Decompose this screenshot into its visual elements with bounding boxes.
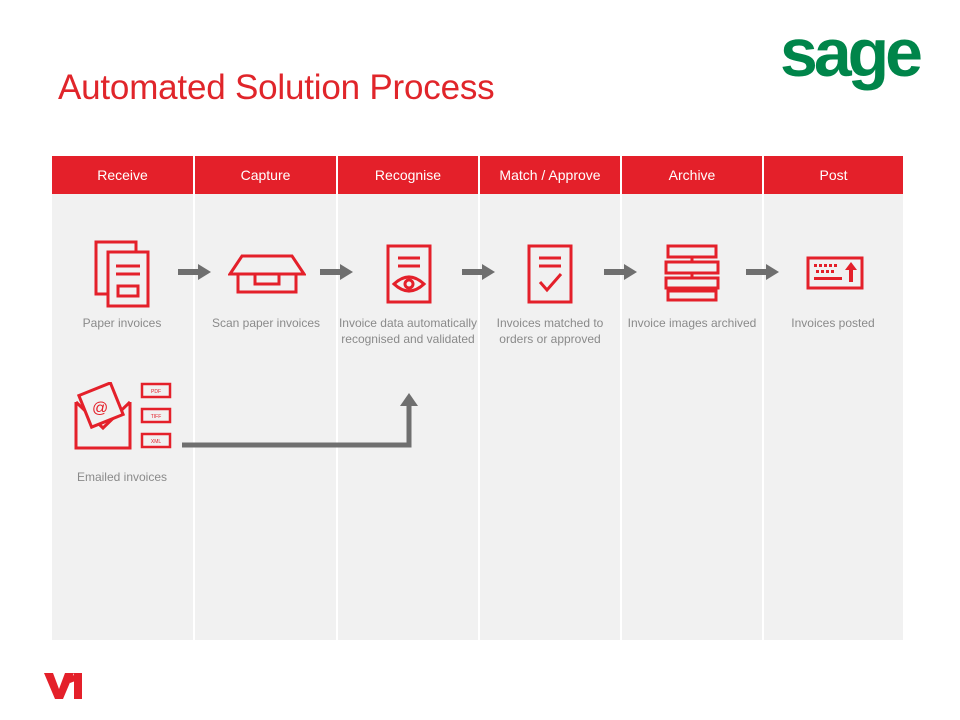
format-xml: XML xyxy=(151,439,162,445)
column-capture: Capture Scan paper invoices xyxy=(195,156,336,640)
column-archive: Archive Invoice images archived xyxy=(622,156,762,640)
column-header-receive: Receive xyxy=(52,156,193,194)
column-header-post: Post xyxy=(764,156,903,194)
sage-logo: sage xyxy=(780,22,925,91)
v1-logo: V1 xyxy=(44,673,82,699)
column-header-capture: Capture xyxy=(195,156,336,194)
step-label-scan: Scan paper invoices xyxy=(211,316,321,330)
column-match-approve: Match / Approve Invoices matched to orde… xyxy=(480,156,620,640)
arrow-right-icon xyxy=(746,264,779,280)
at-sign-icon: @ xyxy=(92,400,108,417)
keyboard-icon xyxy=(806,256,864,290)
step-label-paper-invoices: Paper invoices xyxy=(82,316,162,330)
step-label-recognise: Invoice data automatically recognised an… xyxy=(338,316,478,346)
step-label-post: Invoices posted xyxy=(791,316,875,330)
document-check-icon xyxy=(527,244,573,304)
paper-stack-icon xyxy=(94,240,150,308)
format-tiff: TIFF xyxy=(151,414,162,420)
email-envelope-icon: @ PDF TIFF XML xyxy=(74,382,172,450)
arrow-right-icon xyxy=(320,264,353,280)
sage-logo-text: sage xyxy=(780,22,921,91)
column-header-recognise: Recognise xyxy=(338,156,478,194)
column-receive: Receive Paper invoices @ xyxy=(52,156,193,640)
arrow-right-icon xyxy=(604,264,637,280)
email-to-recognise-connector xyxy=(182,393,418,448)
page-title: Automated Solution Process xyxy=(58,68,495,107)
column-post: Post Invoices posted xyxy=(764,156,903,640)
process-columns: Receive Paper invoices @ xyxy=(52,156,903,640)
format-pdf: PDF xyxy=(151,389,161,395)
step-label-match: Invoices matched to orders or approved xyxy=(496,316,604,346)
archive-stack-icon xyxy=(664,244,720,302)
column-header-archive: Archive xyxy=(622,156,762,194)
arrow-right-icon xyxy=(178,264,211,280)
step-label-emailed-invoices: Emailed invoices xyxy=(76,470,168,484)
column-header-match-approve: Match / Approve xyxy=(480,156,620,194)
arrow-right-icon xyxy=(462,264,495,280)
step-label-archive: Invoice images archived xyxy=(627,316,757,330)
scanner-icon xyxy=(228,254,306,294)
document-eye-icon xyxy=(386,244,432,304)
